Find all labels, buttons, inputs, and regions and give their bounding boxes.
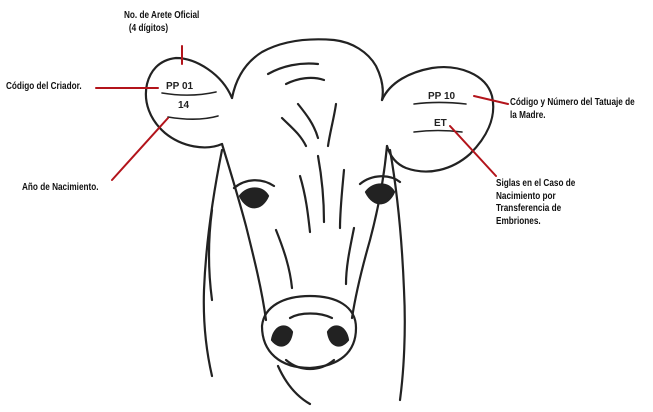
- pointer-nacimiento: [112, 118, 168, 180]
- label-arete-line1: No. de Arete Oficial: [124, 10, 199, 23]
- left-ear-year: 14: [178, 100, 190, 111]
- label-siglas-line3: Transferencia de: [496, 203, 575, 216]
- label-siglas-line2: Nacimiento por: [496, 191, 575, 204]
- label-arete: No. de Arete Oficial (4 dígitos): [124, 10, 199, 35]
- right-eye: [366, 185, 394, 204]
- label-siglas-line4: Embriones.: [496, 216, 575, 229]
- left-ear-tattoo-line-1: [162, 92, 216, 95]
- right-face-outline: [352, 146, 387, 318]
- label-nacimiento: Año de Nacimiento.: [22, 182, 99, 195]
- pointer-siglas: [450, 126, 496, 176]
- right-ear-tattoo-line-1: [414, 103, 466, 105]
- right-ear-sigla: ET: [434, 118, 447, 129]
- head-top-outline: [232, 39, 383, 100]
- label-tatuaje-line2: la Madre.: [510, 110, 635, 123]
- left-eye: [240, 189, 268, 208]
- label-tatuaje: Código y Número del Tatuaje de la Madre.: [510, 97, 635, 122]
- label-tatuaje-line1: Código y Número del Tatuaje de: [510, 97, 635, 110]
- right-ear-code: PP 10: [428, 91, 455, 102]
- left-ear-tattoo-line-2: [168, 116, 218, 119]
- label-criador: Código del Criador.: [6, 81, 82, 94]
- pointer-tatuaje: [474, 96, 508, 104]
- left-ear-code: PP 01: [166, 81, 193, 92]
- left-face-outline: [222, 144, 266, 320]
- label-arete-line2: (4 dígitos): [124, 23, 199, 36]
- label-siglas: Siglas en el Caso de Nacimiento por Tran…: [496, 178, 575, 228]
- label-siglas-line1: Siglas en el Caso de: [496, 178, 575, 191]
